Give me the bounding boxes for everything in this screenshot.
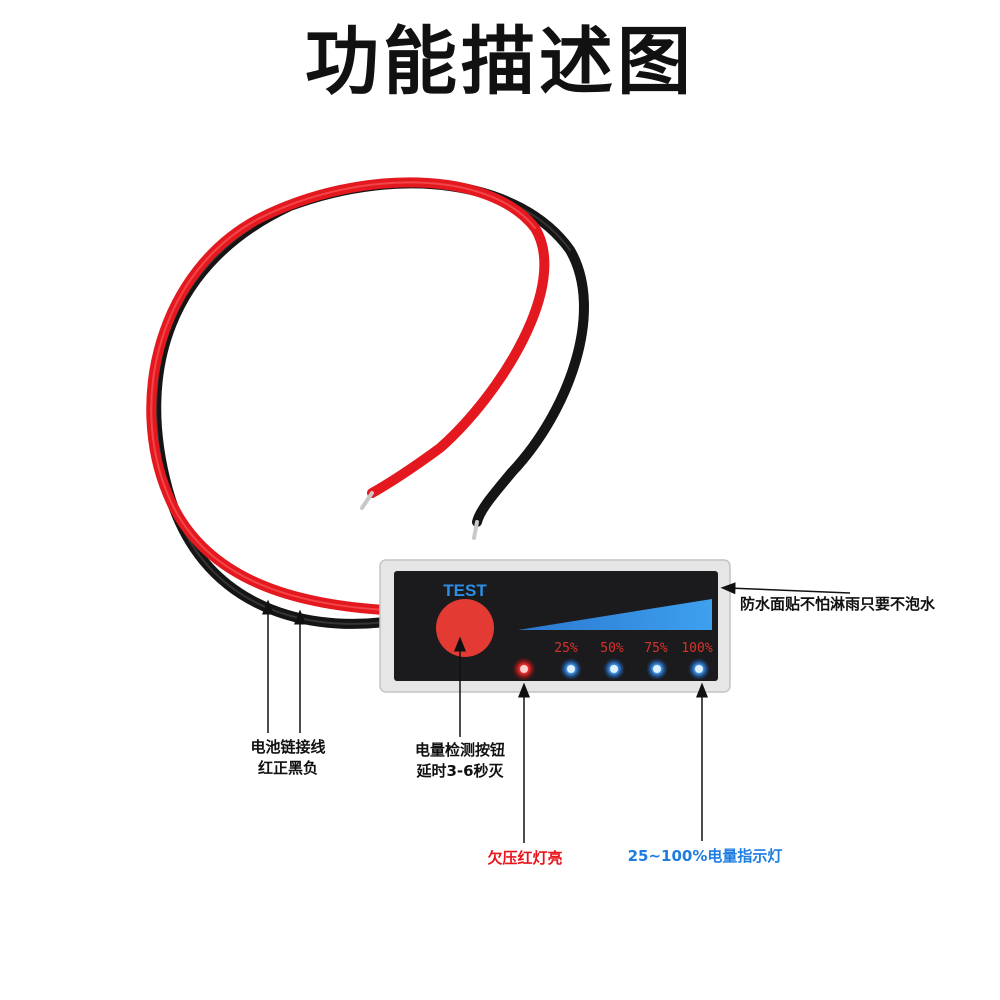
test-label: TEST xyxy=(443,581,487,600)
red-led xyxy=(512,657,536,681)
blue-led-50 xyxy=(603,658,625,680)
callout-test-button-line2: 延时3-6秒灭 xyxy=(416,762,504,780)
blue-led-75 xyxy=(646,658,668,680)
level-bar xyxy=(518,599,712,630)
page-title: 功能描述图 xyxy=(305,19,695,105)
callout-test-button-line1: 电量检测按钮 xyxy=(414,741,505,759)
callout-battery-wire-line1: 电池链接线 xyxy=(250,738,326,756)
callout-battery-wire: 电池链接线 红正黑负 xyxy=(232,737,344,779)
level-label-25: 25% xyxy=(554,641,578,656)
blue-led-100 xyxy=(688,658,710,680)
blue-led-25 xyxy=(560,658,582,680)
callout-battery-wire-line2: 红正黑负 xyxy=(257,759,318,777)
test-button[interactable] xyxy=(436,599,494,657)
level-label-100: 100% xyxy=(681,641,712,656)
red-wire xyxy=(146,177,550,615)
callout-test-button: 电量检测按钮 延时3-6秒灭 xyxy=(392,740,528,782)
arrow-waterproof xyxy=(720,582,851,595)
level-label-75: 75% xyxy=(644,641,668,656)
level-label-50: 50% xyxy=(600,641,624,656)
callout-low-voltage: 欠压红灯亮 xyxy=(487,849,563,867)
callout-waterproof: 防水面贴不怕淋雨只要不泡水 xyxy=(740,595,936,613)
callout-level-lights: 25~100%电量指示灯 xyxy=(627,847,783,865)
